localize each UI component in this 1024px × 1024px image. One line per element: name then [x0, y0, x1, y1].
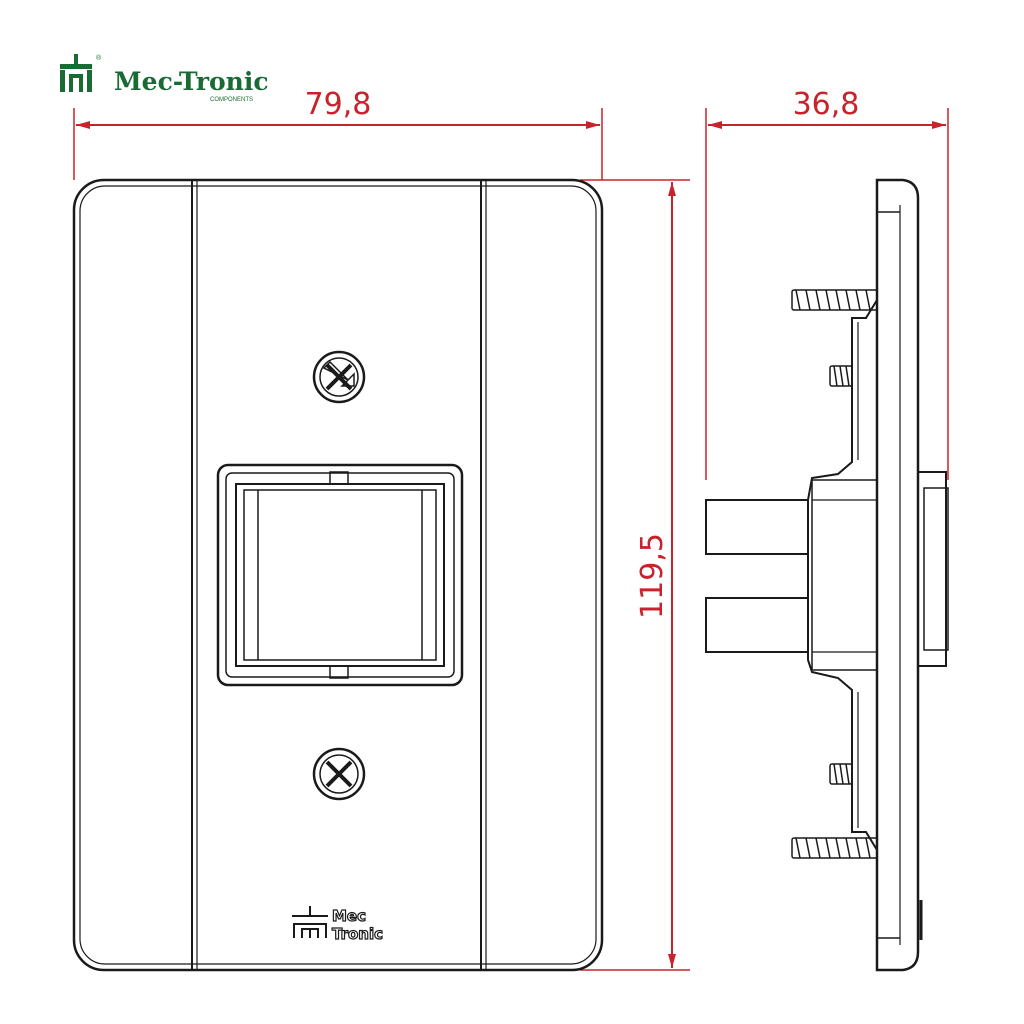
terminal-upper: [705, 499, 809, 555]
dimension-depth: 36,8: [705, 87, 949, 480]
brand-logo-mark-icon: [60, 54, 92, 92]
brand-registered-mark: ®: [96, 54, 102, 62]
side-screw-top-icon: [791, 289, 878, 311]
side-stud-lower-icon: [829, 763, 853, 785]
dimension-height: 119,5: [580, 179, 690, 971]
side-plate-profile: [875, 178, 920, 972]
dimension-depth-label: 36,8: [793, 87, 860, 122]
dimension-height-label: 119,5: [635, 533, 670, 619]
bottom-screw-icon: [312, 747, 366, 801]
rocker-switch: [216, 463, 464, 687]
brand-logo: ® Mec-Tronic COMPONENTS: [60, 54, 269, 103]
side-view: [705, 178, 949, 972]
brand-tagline: COMPONENTS: [210, 97, 253, 103]
wall-plate-outline: [72, 178, 604, 972]
brand-name: Mec-Tronic: [114, 67, 269, 96]
dimension-width: 79,8: [73, 87, 603, 180]
top-screw-icon: [312, 350, 366, 404]
side-stud-upper-icon: [829, 365, 853, 387]
dimension-width-label: 79,8: [305, 87, 372, 122]
plate-marking-line1: Mec: [332, 907, 366, 925]
plate-marking-line2: Tronic: [332, 925, 383, 943]
plate-marking: Mec Tronic: [292, 906, 384, 944]
plate-logo-icon: [292, 906, 328, 938]
side-screw-bottom-icon: [791, 837, 878, 859]
terminal-lower: [705, 597, 809, 653]
front-view: Mec Tronic: [72, 178, 604, 972]
